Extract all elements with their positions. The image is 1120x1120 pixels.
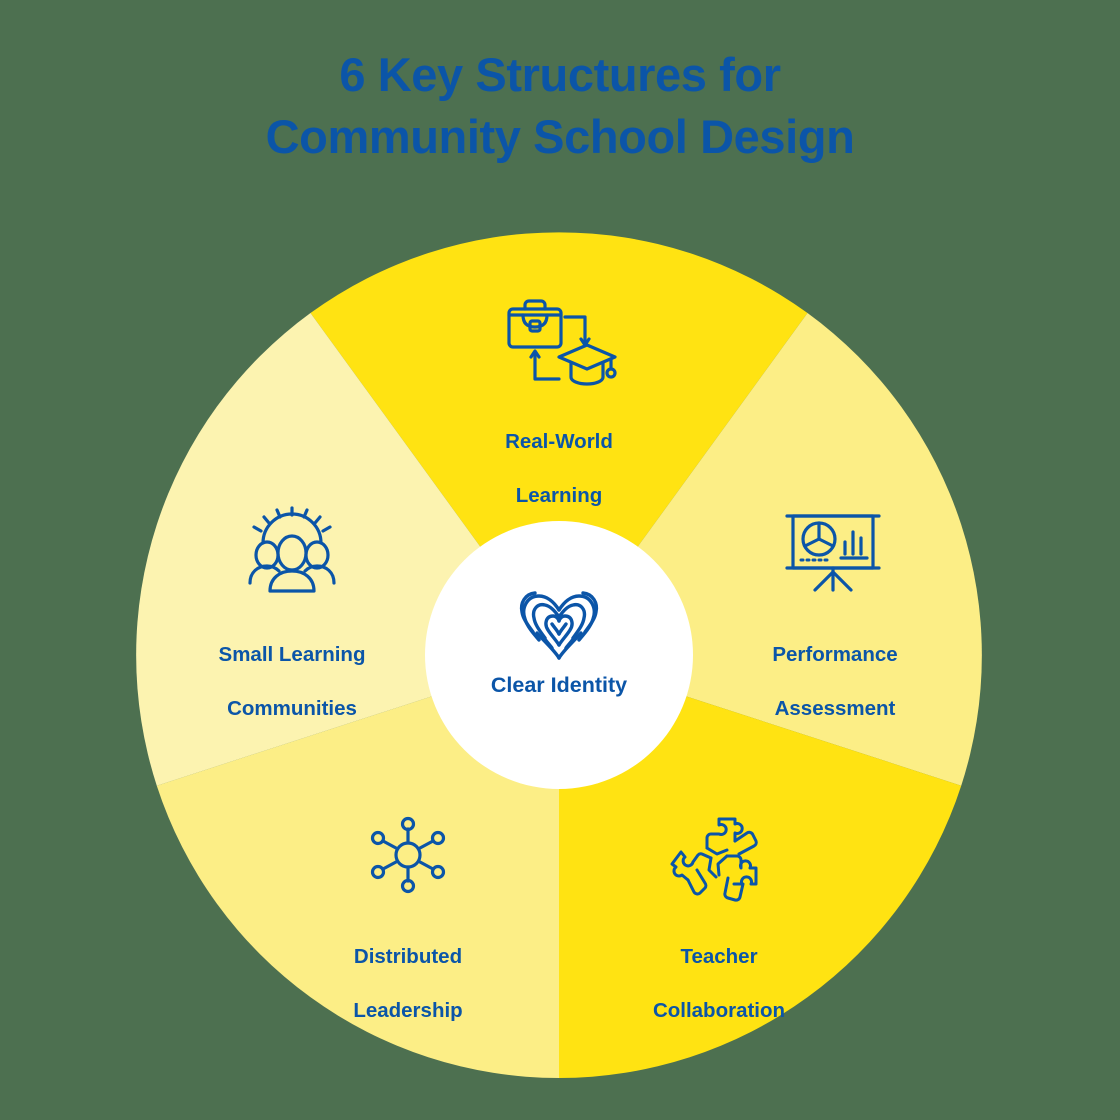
pie-wheel (136, 232, 982, 1078)
page-title: 6 Key Structures for Community School De… (0, 44, 1120, 168)
presentation-chart-icon (781, 510, 885, 594)
people-group-icon (237, 506, 347, 593)
wedge-teacher-collaboration[interactable] (559, 655, 962, 1078)
network-hub-icon (365, 812, 451, 898)
center-label: Clear Identity (490, 673, 628, 697)
wedge-distributed-leadership[interactable] (156, 655, 559, 1078)
puzzle-hands-icon (670, 812, 767, 904)
wedge-real-world-learning[interactable] (310, 232, 808, 656)
page-title-line-1: 6 Key Structures for (339, 48, 781, 101)
fingerprint-heart-icon (509, 578, 609, 666)
briefcase-graduation-cap-icon (497, 295, 621, 389)
page-title-line-2: Community School Design (265, 110, 855, 164)
